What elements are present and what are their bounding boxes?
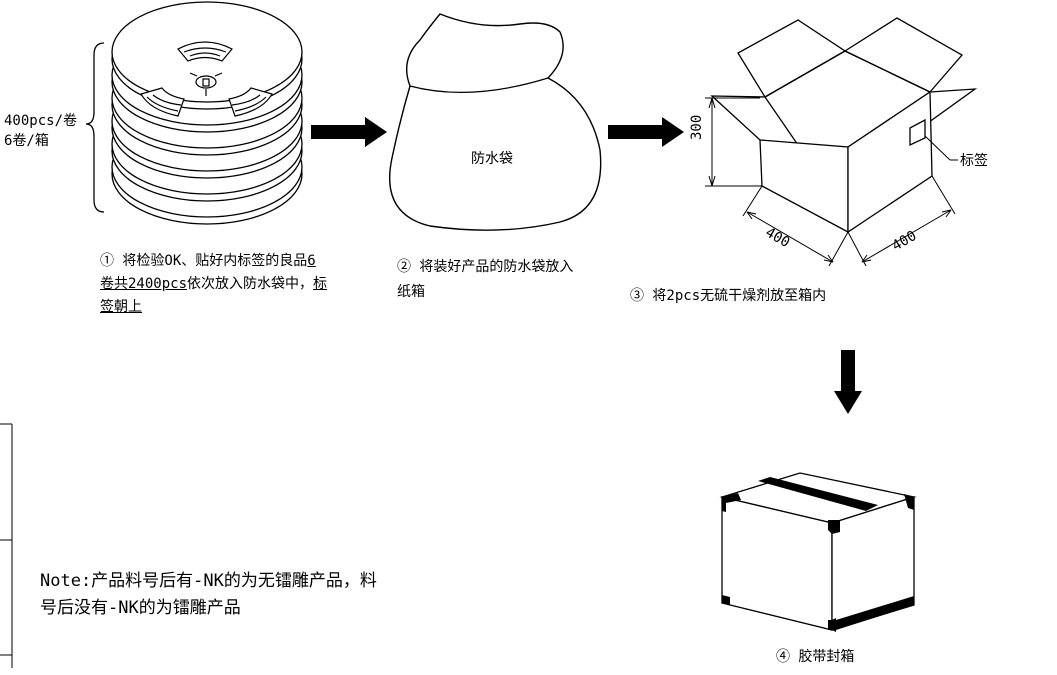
step1-label-up-b: 签朝上 [100, 299, 142, 315]
step4-text: ④ 胶带封箱 [776, 649, 855, 665]
box-height-label: 300 [689, 114, 705, 140]
step1-mid-text: 依次放入防水袋中， [187, 276, 314, 292]
step1-line2: 卷共2400pcs依次放入防水袋中，标 [100, 273, 327, 295]
arrow-right-1 [311, 117, 387, 147]
open-carton-illustration [710, 17, 978, 234]
length-dimension [742, 185, 849, 267]
reel-stack-illustration [111, 1, 303, 225]
tag-label: 标签 [960, 153, 988, 169]
reels-per-box-label: 6卷/箱 [4, 133, 49, 149]
note-line1: Note:产品料号后有-NK的为无镭雕产品，料 [40, 571, 377, 591]
note-line2: 号后没有-NK的为镭雕产品 [40, 598, 241, 618]
step2-line1: ② 将装好产品的防水袋放入 [397, 259, 574, 275]
width-dimension [847, 175, 956, 267]
bag-label: 防水袋 [471, 151, 513, 167]
step1-line3: 签朝上 [100, 296, 142, 318]
height-dimension [705, 97, 762, 187]
sealed-carton-illustration [719, 472, 917, 632]
step1-line1-prefix: ① 将检验OK、贴好内标签的良品 [100, 253, 308, 269]
step1-label-up-a: 标 [313, 276, 328, 292]
reel-top-windows [140, 41, 273, 117]
step1-total-qty: 卷共2400pcs [100, 276, 188, 292]
qty-per-reel-label: 400pcs/卷 [4, 113, 78, 129]
arrow-right-2 [608, 117, 684, 147]
note-text: Note:产品料号后有-NK的为无镭雕产品，料 号后没有-NK的为镭雕产品 [40, 568, 377, 622]
waterproof-bag-illustration [388, 13, 602, 231]
step1-text: ① 将检验OK、贴好内标签的良品6 [100, 250, 316, 272]
arrow-down [834, 350, 862, 414]
step2-line2: 纸箱 [397, 284, 425, 300]
stack-brace [85, 42, 105, 213]
step3-text: ③ 将2pcs无硫干燥剂放至箱内 [630, 288, 827, 304]
step1-reel-count: 6 [307, 253, 316, 269]
